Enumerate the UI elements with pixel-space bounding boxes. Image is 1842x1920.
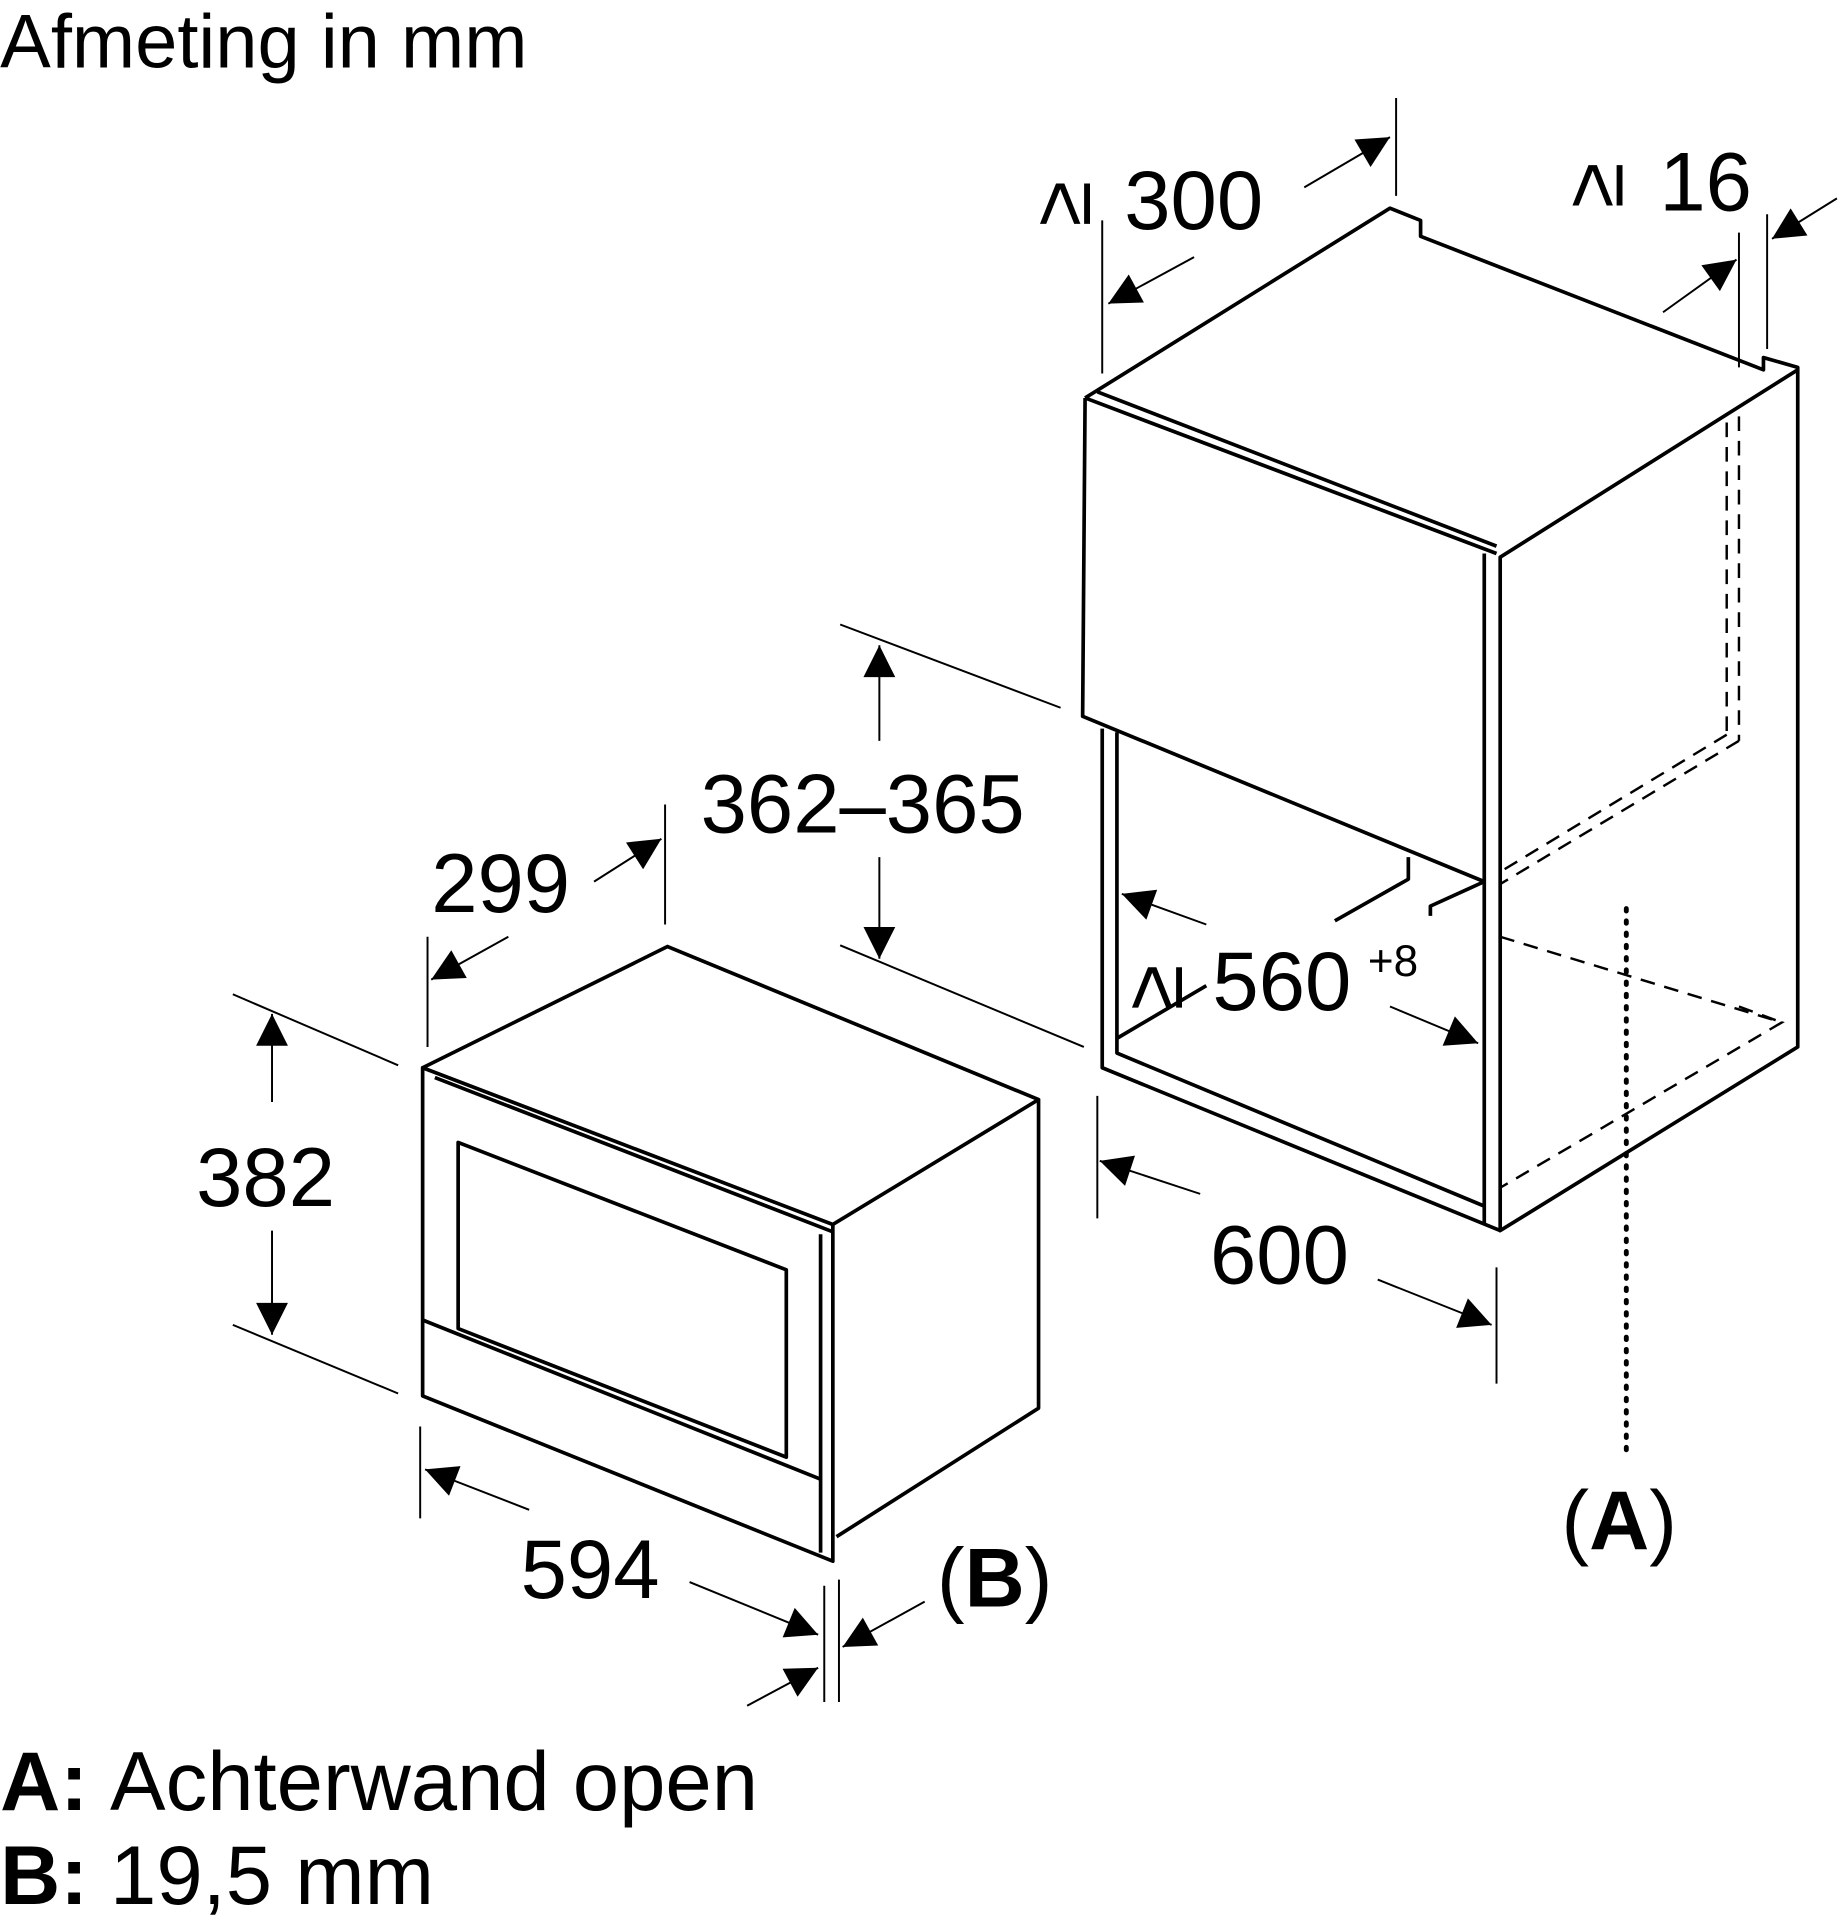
niche-cabinet bbox=[1080, 206, 1800, 1463]
legend-key: B: bbox=[0, 1829, 88, 1920]
marker-b-open: ( bbox=[937, 1532, 965, 1625]
legend-text: Achterwand open bbox=[110, 1735, 758, 1828]
device-height-label: 382 bbox=[196, 1131, 335, 1224]
legend-item-b: B:19,5 mm bbox=[0, 1829, 434, 1920]
rear-gap-label: 16 bbox=[1659, 136, 1752, 229]
legend-key: A: bbox=[0, 1735, 88, 1828]
marker-a-letter: A bbox=[1589, 1474, 1649, 1567]
microwave-device bbox=[420, 944, 1041, 1564]
niche-height-label: 362–365 bbox=[701, 758, 1025, 851]
niche-width-tolerance: +8 bbox=[1368, 937, 1418, 986]
niche-depth-prefix: ≥ bbox=[1015, 181, 1108, 227]
dimension-lines bbox=[232, 97, 1838, 1707]
marker-b-letter: B bbox=[965, 1532, 1025, 1625]
legend-text: 19,5 mm bbox=[110, 1829, 434, 1920]
device-width-label: 594 bbox=[521, 1523, 660, 1616]
marker-a-open: ( bbox=[1561, 1474, 1589, 1567]
legend-item-a: A:Achterwand open bbox=[0, 1735, 758, 1828]
niche-width-prefix: ≥ bbox=[1107, 965, 1200, 1011]
niche-width-label: 560 bbox=[1212, 935, 1351, 1028]
rear-gap-prefix: ≥ bbox=[1548, 162, 1641, 208]
diagram-title: Afmeting in mm bbox=[0, 0, 527, 84]
niche-depth-label: 300 bbox=[1124, 154, 1263, 247]
marker-b-close: ) bbox=[1025, 1532, 1053, 1625]
marker-a-close: ) bbox=[1649, 1474, 1677, 1567]
cabinet-width-label: 600 bbox=[1210, 1208, 1349, 1301]
device-depth-label: 299 bbox=[431, 837, 570, 930]
marker-a: (A) bbox=[1561, 1474, 1677, 1567]
marker-b: (B) bbox=[937, 1532, 1053, 1625]
